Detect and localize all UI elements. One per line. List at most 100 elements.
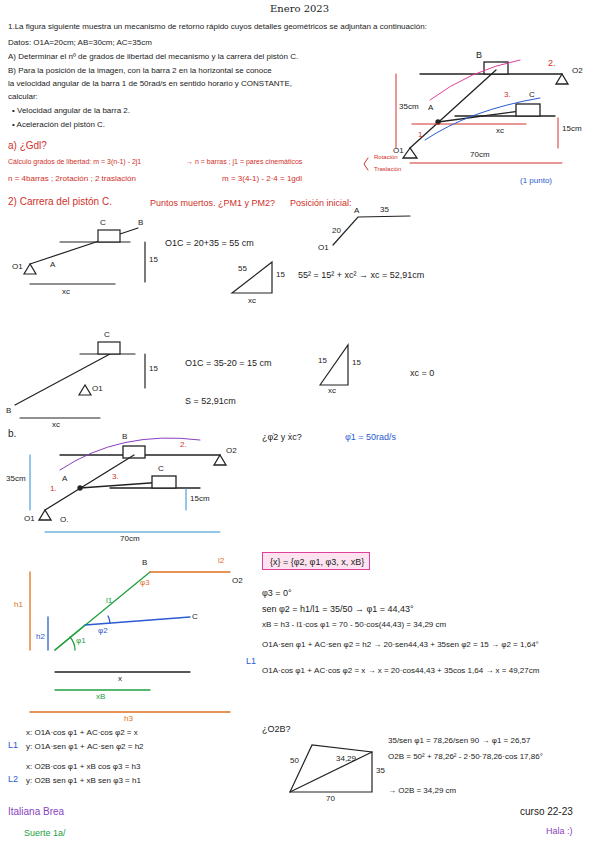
- handwritten-text: 34,29: [336, 754, 356, 763]
- handwritten-text: 2) Carrera del pistón C.: [8, 196, 112, 208]
- handwritten-text: sen φ2 = h1/l1 = 35/50 → φ1 = 44,43°: [262, 604, 414, 614]
- handwritten-text: m = 3(4-1) - 2·4 = 1gdl: [222, 174, 302, 183]
- handwritten-text: 1.: [418, 130, 425, 139]
- handwritten-text: xc: [248, 296, 256, 305]
- handwritten-text: L1: [8, 740, 18, 750]
- handwritten-text: O1C = 20+35 = 55 cm: [165, 238, 254, 248]
- handwritten-text: 3.: [112, 472, 119, 481]
- handwritten-text: xc: [52, 420, 60, 429]
- handwritten-text: ¿O2B?: [262, 724, 291, 734]
- handwritten-text: 70: [326, 794, 335, 803]
- handwritten-text: 35: [380, 205, 389, 214]
- handwritten-text: • Aceleración del pistón C.: [12, 120, 105, 129]
- handwritten-text: curso 22-23: [520, 806, 573, 818]
- handwritten-text: x: O1A·cos φ1 + AC·cos φ2 = x: [26, 728, 138, 737]
- handwritten-text: y: O1A·sen φ1 + AC·sen φ2 = h2: [26, 742, 144, 751]
- handwritten-text: L1: [246, 656, 256, 666]
- handwritten-text: B: [138, 218, 143, 227]
- handwritten-text: B: [142, 558, 147, 567]
- handwritten-text: h1: [14, 600, 23, 609]
- handwritten-text: 15: [318, 356, 327, 365]
- handwritten-text: xB: [96, 692, 105, 701]
- handwritten-text: O1A·cos φ1 + AC·cos φ2 = x → x = 20·cos4…: [262, 666, 592, 675]
- handwritten-text: 15: [149, 255, 158, 264]
- handwritten-text: 55² = 15² + xc² → xc = 52,91cm: [298, 270, 424, 280]
- handwritten-text: O1C = 35-20 = 15 cm: [185, 358, 272, 368]
- handwritten-text: 2.: [548, 58, 556, 68]
- page-date: Enero 2023: [270, 3, 329, 15]
- handwritten-text: 1.: [50, 484, 57, 493]
- handwritten-text: l1: [106, 596, 112, 605]
- handwritten-text: B: [122, 432, 127, 441]
- handwritten-text: 70cm: [470, 150, 490, 159]
- handwritten-text: C: [104, 330, 110, 339]
- handwritten-text: Posición inicial:: [290, 198, 352, 208]
- handwritten-text: 35cm: [6, 474, 26, 483]
- handwritten-text: • Velocidad angular de la barra 2.: [12, 106, 130, 115]
- handwritten-text: l2: [218, 556, 224, 565]
- handwritten-text: Italiana Brea: [8, 806, 64, 818]
- handwritten-text: A: [354, 206, 359, 215]
- handwritten-text: φ3: [140, 578, 150, 587]
- handwritten-text: xc = 0: [410, 368, 434, 378]
- handwritten-text: Rotación: [374, 154, 398, 161]
- handwritten-text: B) Para la posición de la imagen, con la…: [8, 66, 272, 75]
- handwritten-text: 2.: [180, 440, 187, 449]
- handwritten-text: → O2B = 34,29 cm: [388, 786, 456, 795]
- handwritten-text: O.: [60, 515, 68, 524]
- handwritten-text: φ̇1 = 50rad/s: [345, 432, 396, 442]
- handwritten-text: x: O2B·cos φ1 + xB cos φ3 = h3: [26, 762, 140, 771]
- handwritten-text: O1: [318, 243, 329, 252]
- handwritten-text: n = 4barras ; 2rotación ; 2 traslación: [8, 174, 136, 183]
- handwritten-text: 20: [332, 226, 341, 235]
- handwritten-text: 35: [376, 766, 385, 775]
- handwritten-text: 15: [276, 270, 285, 279]
- handwritten-text: O1A·sen φ1 + AC·sen φ2 = h2 → 20·sen44,4…: [262, 640, 592, 649]
- handwritten-text: A: [62, 474, 67, 483]
- handwritten-text: O1: [92, 384, 103, 393]
- handwritten-text: O2: [572, 66, 583, 75]
- handwritten-text: 15cm: [562, 124, 582, 133]
- handwritten-text: 50: [290, 756, 299, 765]
- handwritten-text: 70cm: [120, 534, 140, 543]
- handwritten-text: C: [529, 90, 535, 99]
- handwritten-text: O1: [12, 262, 23, 271]
- handwritten-text: B: [476, 50, 482, 60]
- handwritten-text: Datos: O1A=20cm; AB=30cm; AC=35cm: [8, 38, 152, 47]
- highlight-box: {x} = {φ2, φ1, φ3, x, xB}: [262, 552, 370, 570]
- handwritten-text: L2: [8, 774, 18, 784]
- handwritten-text: B: [6, 406, 11, 415]
- handwritten-text: O2B = 50² + 78,26² - 2·50·78,26·cos 17,8…: [388, 752, 593, 761]
- handwritten-text: O2: [232, 576, 243, 585]
- handwritten-text: S = 52,91cm: [185, 396, 236, 406]
- handwritten-text: (1 punto): [520, 176, 552, 185]
- handwritten-text: calcular:: [8, 92, 38, 101]
- handwritten-text: A: [50, 260, 55, 269]
- handwritten-text: 1.La figura siguiente muestra un mecanis…: [8, 22, 427, 31]
- handwritten-text: xc: [328, 386, 336, 395]
- handwritten-text: y: O2B sen φ1 + xB sen φ3 = h1: [26, 776, 141, 785]
- handwritten-text: Hala :): [546, 826, 573, 836]
- handwritten-text: Suerte 1a/: [24, 828, 66, 838]
- handwritten-text: Traslación: [374, 166, 401, 173]
- handwritten-text: 3.: [504, 90, 511, 99]
- handwritten-text: h3: [124, 714, 133, 723]
- handwritten-text: 15cm: [190, 494, 210, 503]
- handwritten-text: φ1: [76, 636, 86, 645]
- handwritten-text: φ2: [98, 626, 108, 635]
- handwritten-text: h2: [36, 632, 45, 641]
- handwritten-text: 35cm: [399, 102, 419, 111]
- handwritten-text: C: [158, 464, 164, 473]
- handwritten-text: A: [428, 103, 433, 112]
- handwritten-text: C: [100, 218, 106, 227]
- handwritten-text: O1: [24, 514, 35, 523]
- node-text: {x} = {φ2, φ1, φ3, x, xB}: [270, 557, 362, 567]
- handwritten-text: A) Determinar el nº de grados de liberta…: [8, 52, 298, 61]
- handwritten-text: φ3 = 0°: [262, 588, 292, 598]
- handwritten-text: a) ¿Gdl?: [8, 140, 47, 152]
- handwritten-text: x: [118, 674, 122, 683]
- handwritten-text: C: [192, 612, 198, 621]
- handwritten-text: O1: [393, 146, 404, 155]
- handwritten-text: O2: [226, 446, 237, 455]
- handwritten-text: Puntos muertos. ¿PM1 y PM2?: [150, 198, 275, 208]
